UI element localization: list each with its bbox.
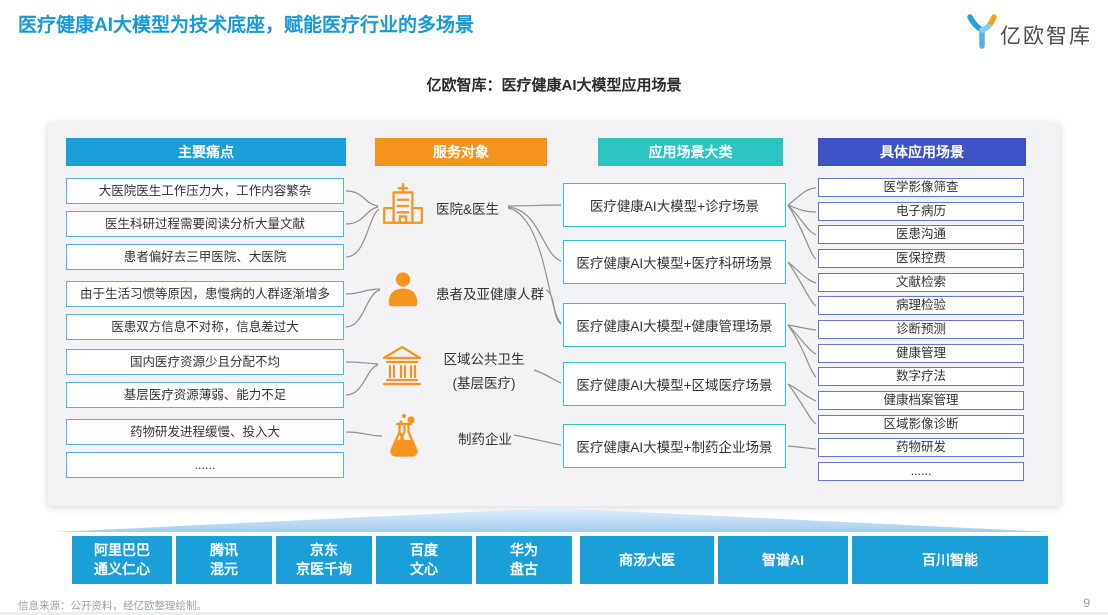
specific-scenario-box: 电子病历 [818, 202, 1024, 221]
specific-scenario-box: 文献检索 [818, 273, 1024, 292]
model-name-line2: 盘古 [510, 561, 538, 577]
model-box-tencent: 腾讯 混元 [176, 536, 272, 584]
specific-scenario-box: ...... [818, 462, 1024, 481]
model-box-alibaba: 阿里巴巴 通义仁心 [72, 536, 172, 584]
pain-point-box: 由于生活习惯等原因，患慢病的人群逐渐增多 [66, 281, 344, 307]
scenario-category-box: 医疗健康AI大模型+诊疗场景 [563, 183, 786, 227]
specific-scenario-box: 医患沟通 [818, 225, 1024, 244]
brand-logo: 亿欧智库 [963, 14, 1092, 55]
target-label-hospital: 医院&医生 [436, 202, 500, 217]
model-box-jd: 京东 京医千询 [276, 536, 372, 584]
funnel-shape [56, 508, 1052, 532]
pain-point-box: 药物研发进程缓慢、投入大 [66, 419, 344, 445]
model-name-line1: 百度 [410, 542, 438, 558]
diagram-card: 主要痛点 服务对象 应用场景大类 具体应用场景 [48, 122, 1060, 506]
scenario-category-box: 医疗健康AI大模型+区域医疗场景 [563, 362, 786, 406]
model-box-baichuan: 百川智能 [852, 536, 1048, 584]
target-label-line2: (基层医疗) [452, 376, 516, 391]
specific-scenario-box: 药物研发 [818, 438, 1024, 457]
model-name-line1: 腾讯 [210, 542, 238, 558]
header-scenario-categories: 应用场景大类 [598, 138, 783, 166]
pain-point-box: 国内医疗资源少且分配不均 [66, 349, 344, 375]
source-note: 信息来源：公开资料，经亿欧整理绘制。 [18, 600, 207, 612]
specific-scenario-box: 区域影像诊断 [818, 415, 1024, 434]
target-label-line1: 区域公共卫生 [443, 352, 525, 367]
page-title: 医疗健康AI大模型为技术底座，赋能医疗行业的多场景 [18, 15, 475, 36]
target-label-pharma: 制药企业 [458, 432, 512, 447]
model-name-line2: 通义仁心 [94, 561, 150, 577]
model-name-line1: 智谱AI [762, 551, 804, 568]
model-name-line1: 京东 [310, 542, 338, 558]
specific-scenario-box: 病理检验 [818, 296, 1024, 315]
specific-scenario-box: 数字疗法 [818, 367, 1024, 386]
model-box-baidu: 百度 文心 [376, 536, 472, 584]
pain-point-box: ...... [66, 452, 344, 478]
model-name-line1: 百川智能 [922, 551, 978, 568]
pain-point-box: 医生科研过程需要阅读分析大量文献 [66, 211, 344, 237]
brand-name: 亿欧智库 [1000, 24, 1092, 48]
target-label-public-health: 区域公共卫生 (基层医疗) [434, 348, 534, 396]
specific-scenario-box: 健康档案管理 [818, 391, 1024, 410]
header-specific-scenarios: 具体应用场景 [818, 138, 1026, 166]
pain-point-box: 医患双方信息不对称，信息差过大 [66, 314, 344, 340]
header-service-targets: 服务对象 [375, 138, 547, 166]
model-box-sensetime: 商汤大医 [580, 536, 714, 584]
pain-point-box: 大医院医生工作压力大，工作内容繁杂 [66, 178, 344, 204]
page-number: 9 [1083, 596, 1090, 610]
scenario-category-box: 医疗健康AI大模型+医疗科研场景 [563, 240, 786, 284]
model-name-line1: 商汤大医 [619, 551, 675, 568]
pharma-flask-icon [384, 410, 426, 465]
patient-icon [382, 268, 424, 317]
model-box-huawei: 华为 盘古 [476, 536, 572, 584]
bottom-divider [0, 612, 1108, 615]
specific-scenario-box: 诊断预测 [818, 320, 1024, 339]
scenario-category-box: 医疗健康AI大模型+制药企业场景 [563, 424, 786, 468]
diagram-title: 亿欧智库：医疗健康AI大模型应用场景 [426, 77, 682, 94]
scenario-category-box: 医疗健康AI大模型+健康管理场景 [563, 303, 786, 347]
pain-point-box: 患者偏好去三甲医院、大医院 [66, 244, 344, 270]
pain-point-box: 基层医疗资源薄弱、能力不足 [66, 382, 344, 408]
government-building-icon [380, 344, 424, 391]
target-label-patients: 患者及亚健康人群 [436, 287, 544, 302]
specific-scenario-box: 健康管理 [818, 344, 1024, 363]
model-name-line1: 华为 [510, 542, 538, 558]
specific-scenario-box: 医保控费 [818, 249, 1024, 268]
hospital-icon [380, 182, 426, 233]
specific-scenario-box: 医学影像筛查 [818, 178, 1024, 197]
model-box-zhipu: 智谱AI [718, 536, 848, 584]
model-name-line2: 文心 [410, 561, 438, 577]
model-name-line2: 混元 [210, 561, 238, 577]
yiou-y-icon [963, 14, 999, 55]
model-name-line1: 阿里巴巴 [94, 542, 150, 558]
model-name-line2: 京医千询 [296, 561, 352, 577]
header-pain-points: 主要痛点 [66, 138, 346, 166]
